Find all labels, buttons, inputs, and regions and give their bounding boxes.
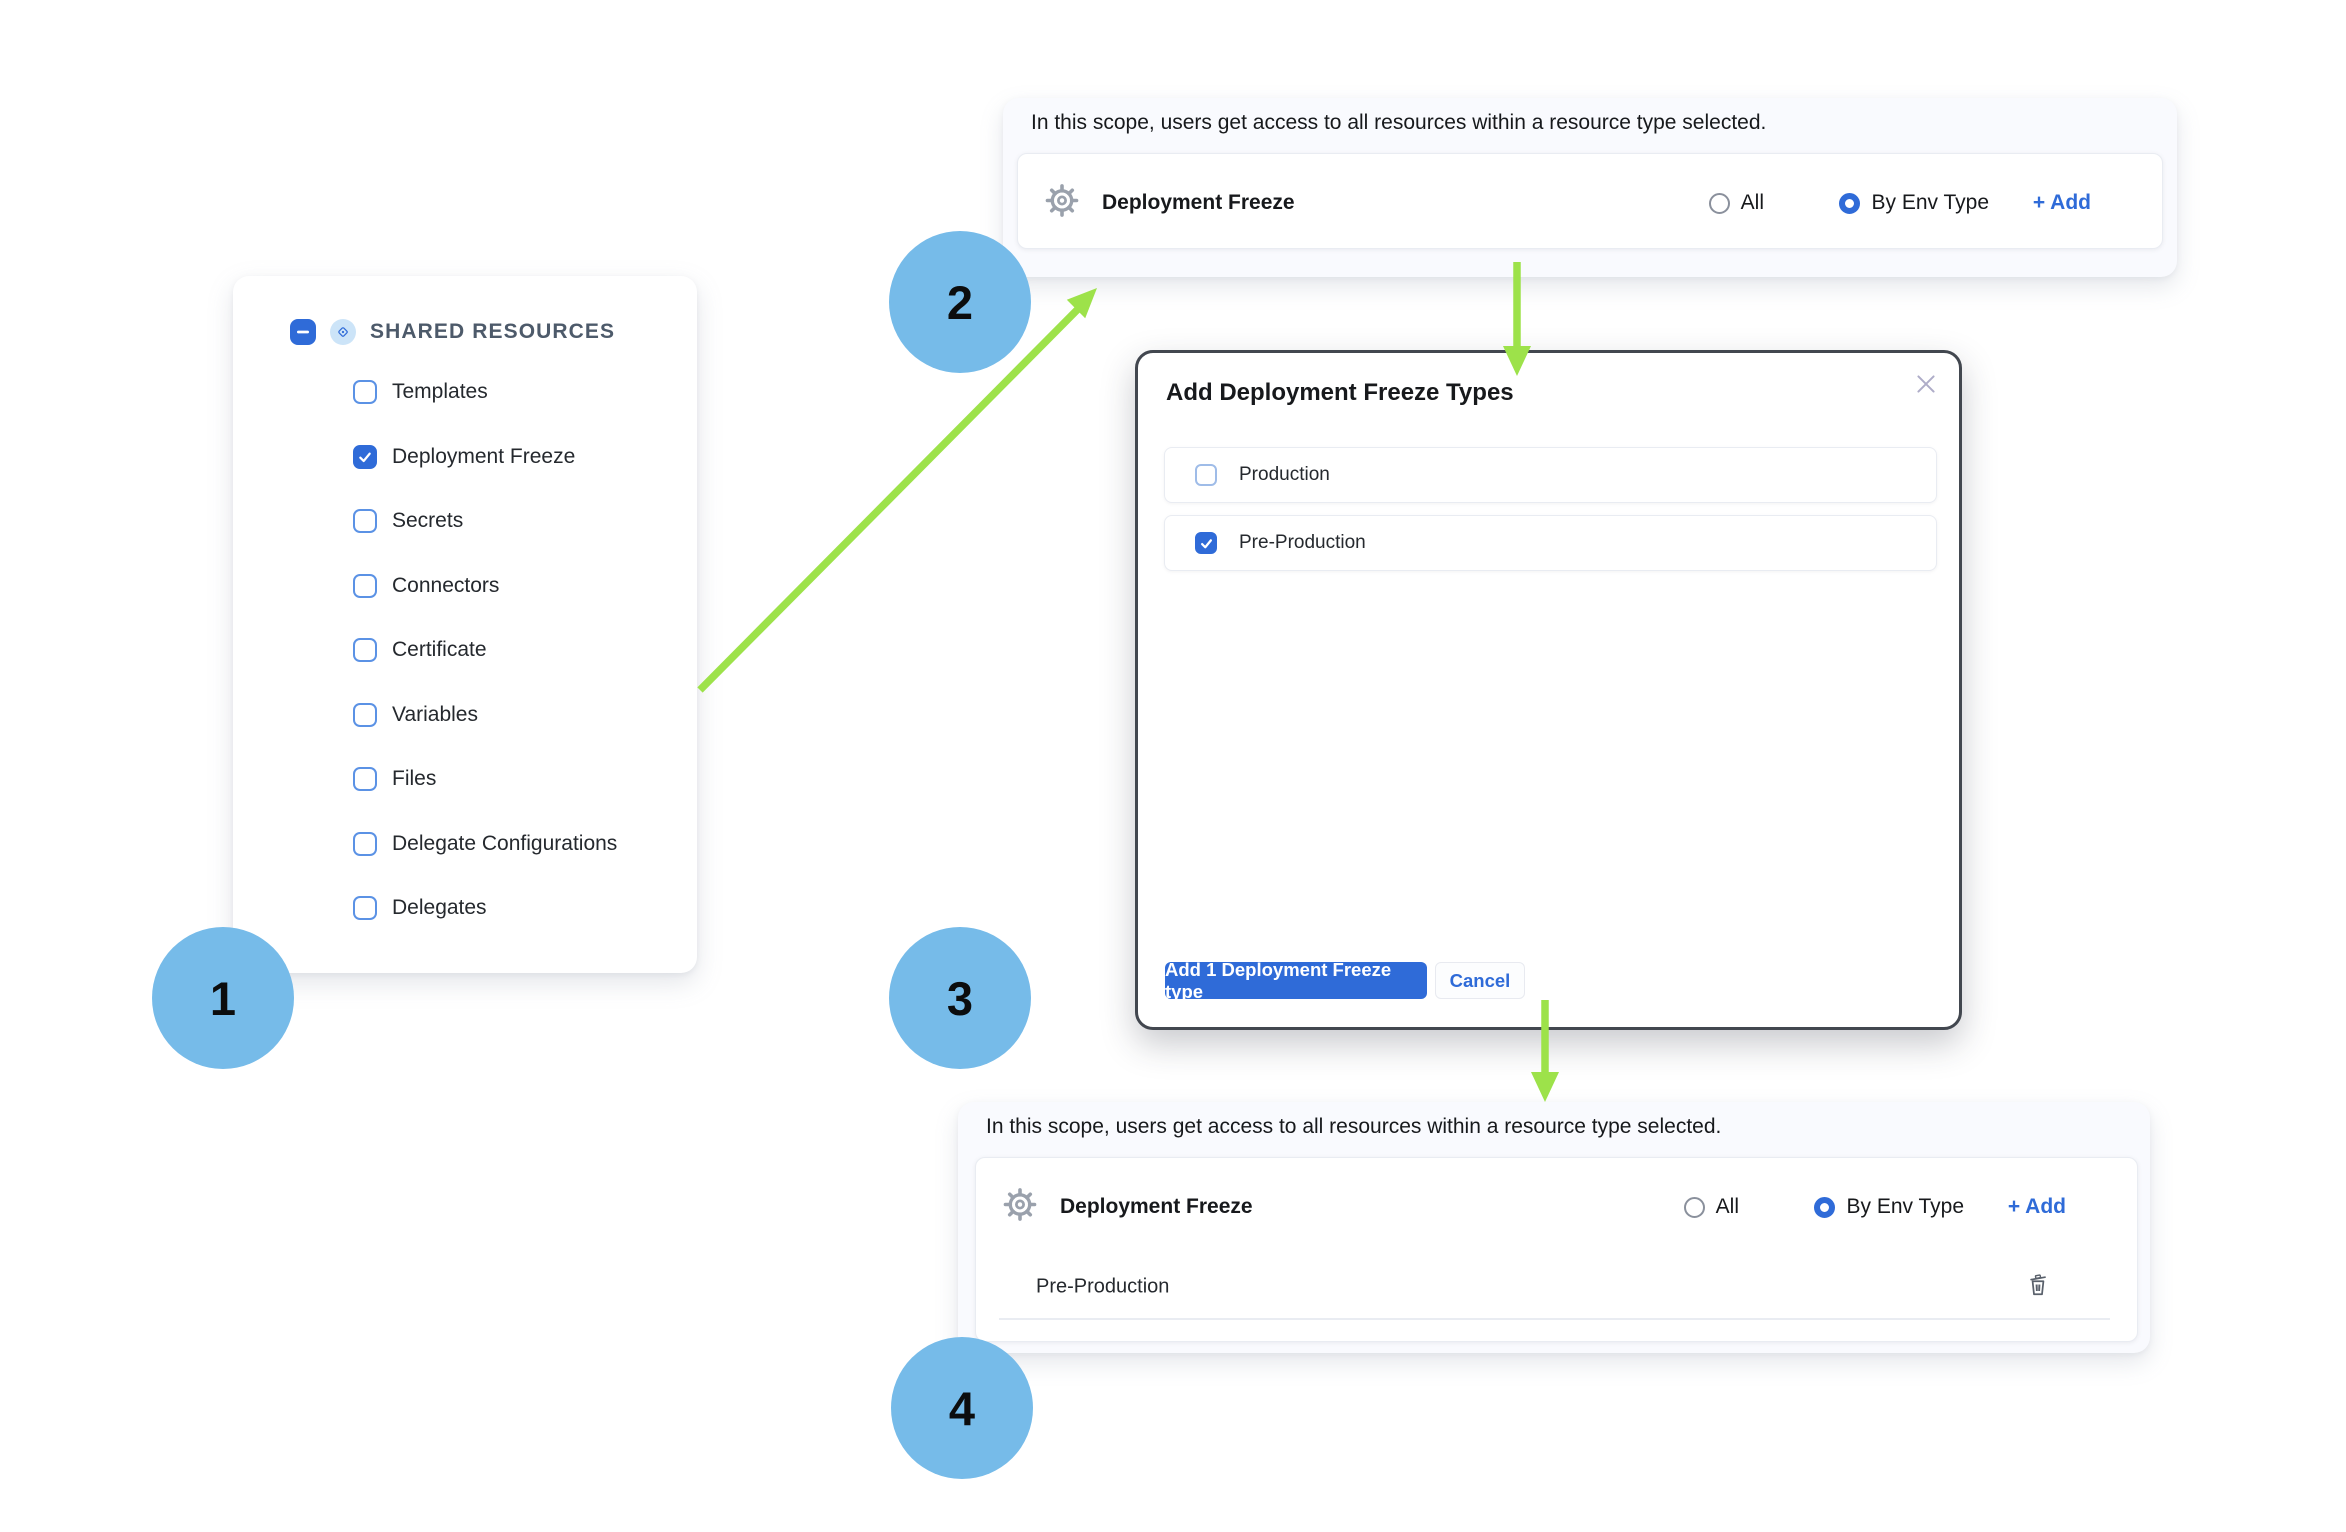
sidebar-item-delegate-configurations[interactable]: Delegate Configurations	[233, 812, 697, 877]
check-icon	[359, 452, 371, 462]
checkbox-certificate[interactable]	[353, 638, 377, 663]
add-deployment-freeze-types-modal: Add Deployment Freeze Types Production P…	[1135, 350, 1962, 1030]
gear-icon	[1002, 1187, 1038, 1228]
deployment-freeze-row-card: Deployment Freeze All By Env Type + Add …	[975, 1157, 2138, 1342]
deployment-freeze-row-card: Deployment Freeze All By Env Type + Add	[1017, 153, 2163, 249]
modal-title: Add Deployment Freeze Types	[1166, 379, 1514, 406]
sidebar-item-connectors[interactable]: Connectors	[233, 554, 697, 619]
checkbox-deployment-freeze[interactable]	[353, 444, 377, 469]
shared-resources-title: SHARED RESOURCES	[370, 320, 616, 343]
cancel-button[interactable]: Cancel	[1435, 962, 1525, 999]
step-4-badge: 4	[891, 1337, 1033, 1479]
diamond-icon	[338, 327, 348, 337]
option-pre-production[interactable]: Pre-Production	[1164, 515, 1937, 571]
radio-by-env-icon[interactable]	[1839, 192, 1861, 214]
sidebar-item-deployment-freeze[interactable]: Deployment Freeze	[233, 425, 697, 490]
close-icon[interactable]	[1913, 371, 1939, 402]
shared-resources-list: Templates Deployment Freeze Secrets Conn…	[233, 360, 697, 941]
deployment-freeze-row: Deployment Freeze All By Env Type + Add	[1018, 154, 2162, 252]
radio-by-env-icon[interactable]	[1814, 1196, 1836, 1218]
resource-type-label: Deployment Freeze	[1060, 1195, 1253, 1218]
step-3-badge: 3	[889, 927, 1031, 1069]
shared-resources-header: SHARED RESOURCES	[233, 306, 697, 358]
checkbox-variables[interactable]	[353, 702, 377, 727]
step-2-badge: 2	[889, 231, 1031, 373]
scope-description: In this scope, users get access to all r…	[1031, 111, 1767, 134]
sidebar-item-files[interactable]: Files	[233, 747, 697, 812]
resource-scope-panel-top: In this scope, users get access to all r…	[1003, 98, 2177, 288]
option-production[interactable]: Production	[1164, 447, 1937, 503]
checkbox-production[interactable]	[1195, 464, 1217, 486]
shared-resources-panel: SHARED RESOURCES Templates Deployment Fr…	[233, 263, 713, 985]
radio-all-icon[interactable]	[1683, 1196, 1705, 1218]
row-divider	[999, 1318, 2110, 1320]
radio-all-icon[interactable]	[1708, 192, 1730, 214]
check-icon	[1200, 538, 1212, 548]
arrow-sidebar-to-scope	[697, 288, 1097, 693]
radio-option-all[interactable]: All	[1683, 1158, 1739, 1256]
checkbox-connectors[interactable]	[353, 573, 377, 598]
add-freeze-type-button[interactable]: Add 1 Deployment Freeze type	[1165, 959, 1427, 1002]
resource-type-label: Deployment Freeze	[1102, 191, 1295, 214]
add-link[interactable]: + Add	[2007, 1195, 2066, 1218]
scope-description: In this scope, users get access to all r…	[986, 1115, 1722, 1138]
checkbox-delegates[interactable]	[353, 896, 377, 921]
sidebar-item-templates[interactable]: Templates	[233, 360, 697, 425]
shared-resources-icon	[330, 319, 356, 345]
sidebar-item-secrets[interactable]: Secrets	[233, 489, 697, 554]
gear-icon	[1044, 183, 1080, 224]
minus-icon	[297, 330, 309, 334]
checkbox-pre-production[interactable]	[1195, 532, 1217, 554]
deployment-freeze-row: Deployment Freeze All By Env Type + Add	[976, 1158, 2137, 1256]
freeze-type-options: Production Pre-Production	[1164, 447, 1937, 571]
resource-scope-panel-bottom: In this scope, users get access to all r…	[958, 1102, 2150, 1364]
add-link[interactable]: + Add	[2032, 191, 2091, 214]
sidebar-item-variables[interactable]: Variables	[233, 683, 697, 748]
checkbox-files[interactable]	[353, 767, 377, 792]
checkbox-secrets[interactable]	[353, 509, 377, 534]
selected-env-type-label: Pre-Production	[1036, 1275, 1170, 1298]
trash-icon[interactable]	[2025, 1272, 2051, 1303]
radio-option-by-env-type[interactable]: By Env Type	[1814, 1158, 1964, 1256]
checkbox-templates[interactable]	[353, 380, 377, 405]
radio-option-all[interactable]: All	[1708, 154, 1764, 252]
sidebar-item-delegates[interactable]: Delegates	[233, 876, 697, 941]
checkbox-delegate-configurations[interactable]	[353, 831, 377, 856]
selected-env-type-row: Pre-Production	[976, 1256, 2137, 1318]
shared-resources-indeterminate-checkbox[interactable]	[290, 319, 316, 345]
modal-footer: Add 1 Deployment Freeze type Cancel	[1165, 959, 1525, 1002]
step-1-badge: 1	[152, 927, 294, 1069]
sidebar-item-certificate[interactable]: Certificate	[233, 618, 697, 683]
radio-option-by-env-type[interactable]: By Env Type	[1839, 154, 1989, 252]
